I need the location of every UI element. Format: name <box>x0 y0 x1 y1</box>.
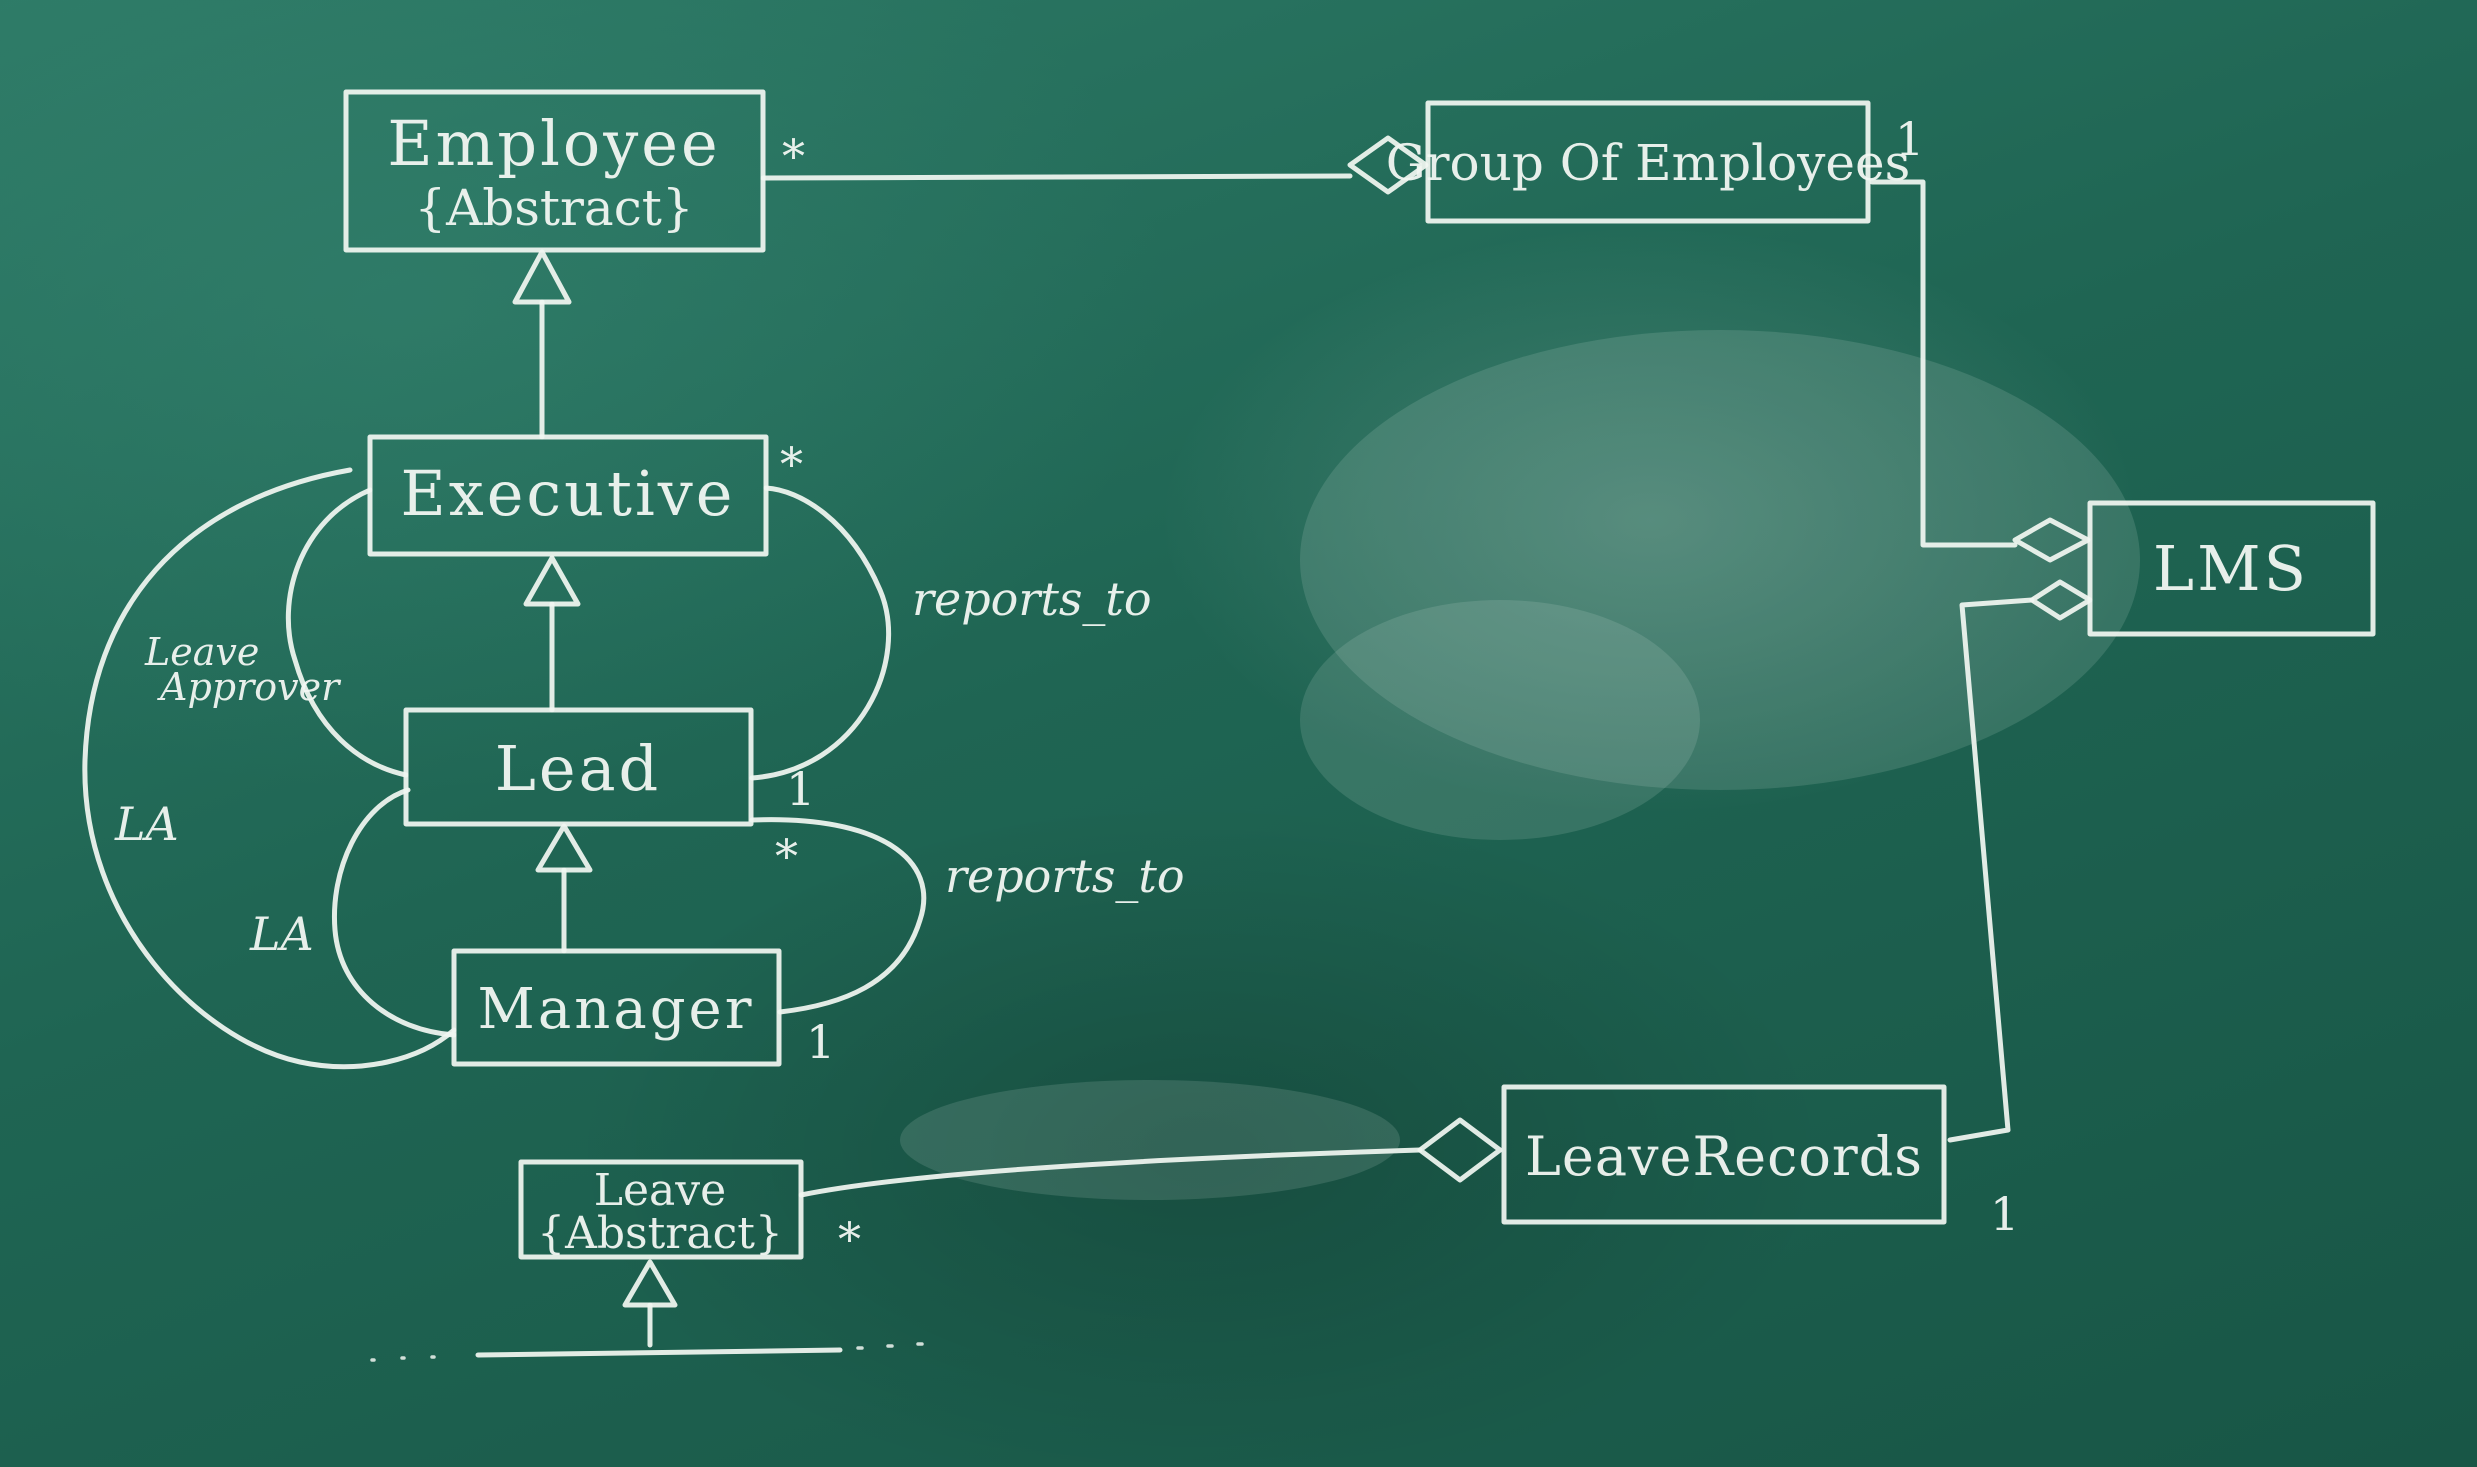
employee-class-box <box>343 89 766 253</box>
leave-stereotype: {Abstract} <box>537 1208 783 1259</box>
group-aggregation-diamond <box>1347 135 1429 195</box>
lms-aggregation-diamond-bottom <box>2029 579 2093 621</box>
executive-class-box <box>367 434 769 557</box>
lead-class-box <box>403 707 754 827</box>
employee-group-association-line <box>760 173 1353 181</box>
group-multiplicity: 1 <box>1895 112 1924 166</box>
lms-aggregation-diamond-top <box>2012 517 2091 563</box>
reports-to-label-2: reports_to <box>945 849 1185 903</box>
leaverecords-multiplicity: 1 <box>1990 1187 2019 1241</box>
leave-leaverecords-association-line <box>798 1147 1423 1198</box>
employee-multiplicity: * <box>782 129 805 183</box>
lead-multiplicity-one: 1 <box>786 762 815 816</box>
lead-generalization-triangle <box>523 555 581 607</box>
manager-class-box <box>451 948 782 1067</box>
executive-reports-multiplicity: * <box>780 437 803 491</box>
la-outer-label: LA <box>114 797 179 851</box>
leave-subclass-dots-right <box>856 1342 924 1350</box>
leave-multiplicity: * <box>838 1212 861 1266</box>
leave-generalization-triangle <box>622 1259 678 1308</box>
la-outer-loop <box>82 467 457 1070</box>
erased-smudge <box>900 1080 1400 1200</box>
leaverecords-class-box <box>1501 1084 1947 1225</box>
manager-multiplicity: 1 <box>806 1015 835 1069</box>
manager-generalization-triangle <box>535 823 593 873</box>
lead-class-name: Lead <box>495 732 662 805</box>
leave-class-name: Leave <box>594 1165 726 1216</box>
group-of-employees-class-name: Group Of Employees <box>1386 134 1911 192</box>
leave-approver-label-line1: Leave <box>144 630 259 674</box>
group-of-employees-class-box <box>1425 100 1871 224</box>
reports-to-executive-loop <box>749 485 891 781</box>
leaverecords-lms-association-line <box>1947 597 2035 1143</box>
lms-class-box <box>2087 500 2376 637</box>
la-inner-label: LA <box>249 907 314 961</box>
erased-smudge <box>1300 600 1700 840</box>
employee-class-name: Employee <box>387 107 720 180</box>
leaverecords-aggregation-diamond <box>1417 1117 1503 1183</box>
leave-subclass-bar <box>475 1347 843 1358</box>
employee-stereotype: {Abstract} <box>414 179 693 237</box>
leave-subclass-dots-left <box>370 1355 437 1362</box>
executive-class-name: Executive <box>400 457 735 530</box>
executive-generalization-triangle <box>512 249 572 305</box>
manager-class-name: Manager <box>478 977 755 1042</box>
erased-smudge <box>1300 330 2140 790</box>
lms-class-name: LMS <box>2153 532 2309 605</box>
reports-to-lead-loop <box>749 817 927 1015</box>
leaverecords-class-name: LeaveRecords <box>1525 1125 1923 1188</box>
group-lms-association-line <box>1869 179 2018 548</box>
leave-approver-label-line2: Approver <box>157 665 342 709</box>
leave-class-box <box>518 1159 804 1260</box>
reports-to-label-1: reports_to <box>912 572 1152 626</box>
leave-approver-inner-loop <box>285 487 409 778</box>
lead-multiplicity-star: * <box>775 829 798 883</box>
la-inner-loop <box>331 787 457 1038</box>
